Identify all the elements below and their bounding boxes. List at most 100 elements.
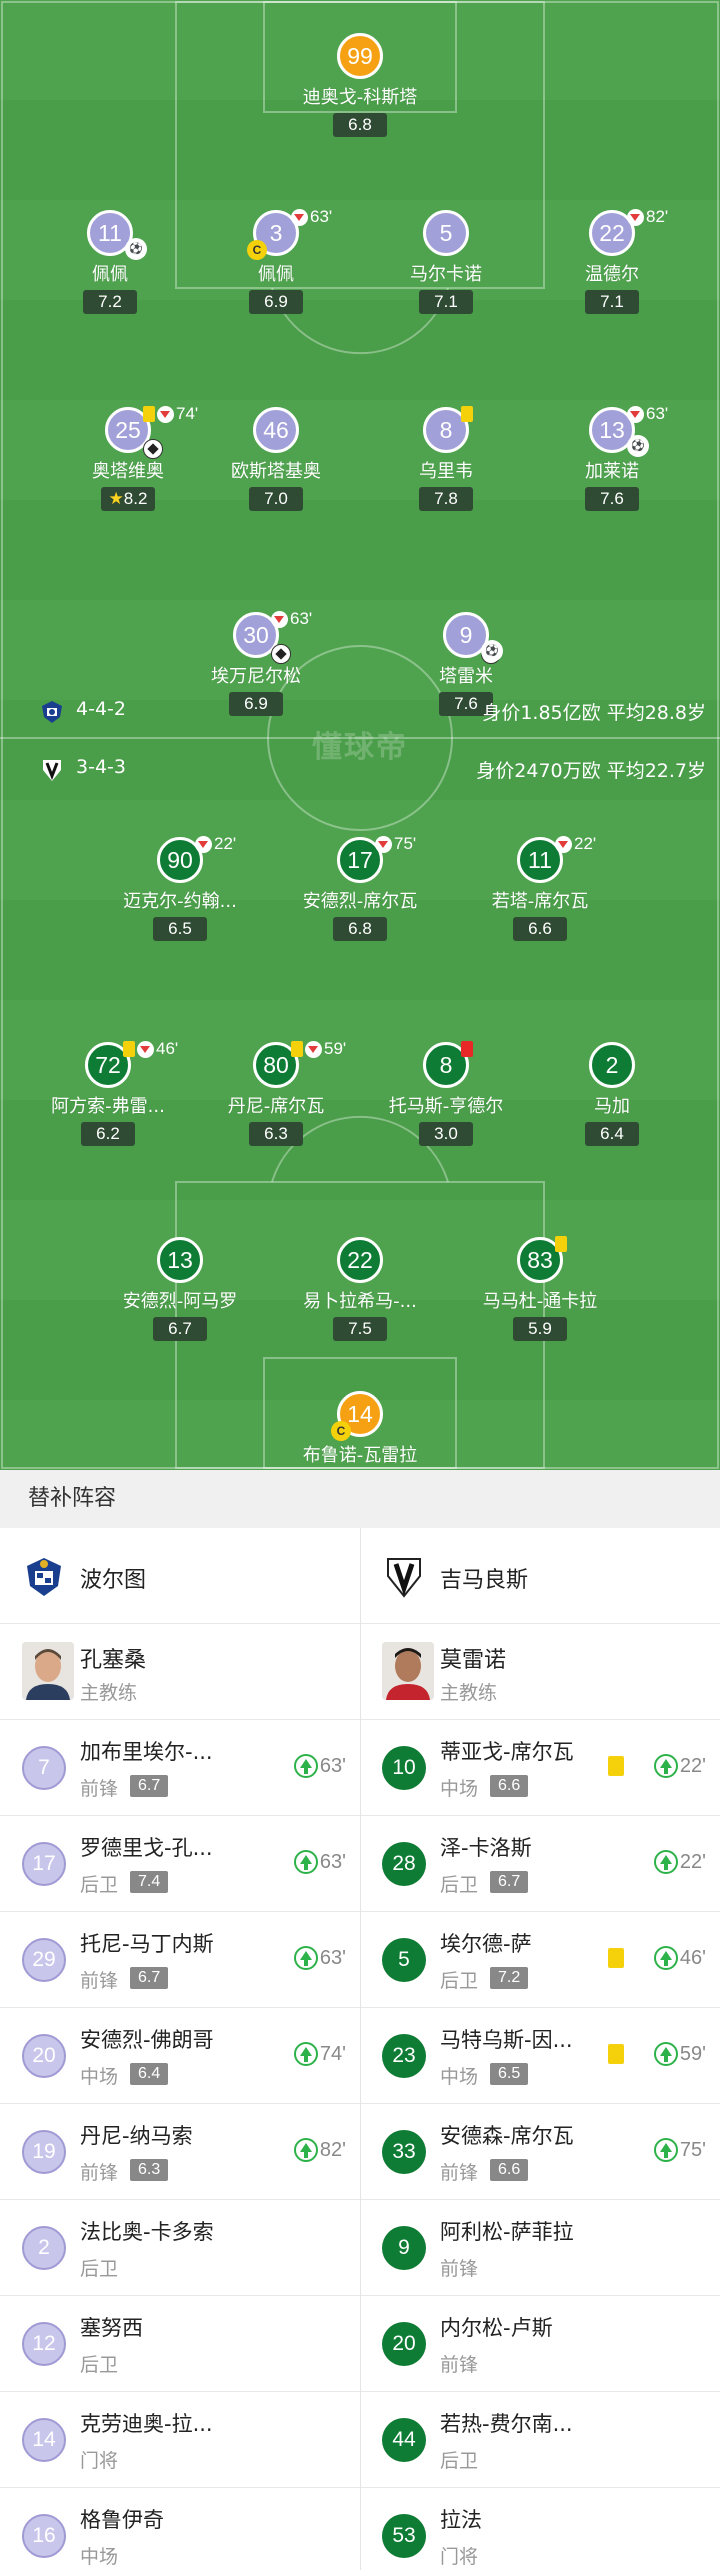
rating-value: 6.6 — [528, 919, 552, 938]
player-rating: 7.0 — [249, 487, 303, 511]
sub-minute: 22' — [574, 834, 597, 853]
jersey-number: 9 — [382, 2226, 426, 2270]
guimaraes-logo-icon — [387, 1558, 421, 1598]
jersey-badges — [517, 1236, 567, 1283]
player-position: 中场 — [80, 2546, 119, 2568]
player-rating: 6.5 — [490, 2063, 529, 2085]
player-name: 克劳迪奥-拉... — [80, 2412, 213, 2436]
away-team-header[interactable]: 吉马良斯 — [360, 1528, 720, 1624]
jersey-badges: 75' — [337, 834, 416, 883]
jersey-badges: 46' — [85, 1039, 178, 1088]
player-name: 内尔松-卢斯 — [440, 2316, 553, 2340]
jersey-number: 16 — [22, 2514, 66, 2558]
jersey-badges: C — [331, 1391, 383, 1441]
jersey-number: 5 — [423, 210, 469, 256]
substitutes-section: 替补阵容 波尔图 吉马良斯 孔塞桑 主教 — [0, 1470, 720, 2570]
jersey-number: 17 — [22, 1842, 66, 1886]
player-rating: 7.4 — [130, 1871, 169, 1893]
jersey-badges: ⚽ — [87, 210, 147, 260]
away-coach[interactable]: 莫雷诺 主教练 — [360, 1624, 720, 1720]
rating-value: 7.6 — [600, 489, 624, 508]
player-name: 安德烈-阿马罗 — [122, 1291, 238, 1312]
sub-in-minute: 46' — [679, 1946, 706, 1969]
sub-minute: 46' — [156, 1039, 179, 1058]
player-name: 马加 — [594, 1096, 630, 1117]
rating-value: 7.1 — [434, 292, 458, 311]
player-name: 埃尔德-萨 — [440, 1932, 532, 1956]
jersey-badges: 22' — [157, 834, 236, 883]
rating-value: 6.4 — [600, 1124, 624, 1143]
yellow-card-icon — [123, 1041, 135, 1057]
player-position: 中场 — [440, 1778, 479, 1800]
player-position: 后卫 — [80, 1874, 119, 1896]
sub-minute: 74' — [176, 404, 199, 423]
home-coach[interactable]: 孔塞桑 主教练 — [0, 1624, 360, 1720]
event-icons — [555, 1233, 569, 1255]
jersey-badges — [337, 1237, 383, 1283]
sub-in-time: 63' — [293, 1946, 346, 1970]
jersey-number: 33 — [382, 2130, 426, 2174]
pitch-lines — [0, 0, 720, 1470]
home-team-name: 波尔图 — [80, 1568, 147, 1593]
watermark: 懂球帝 — [312, 730, 408, 765]
player-rating: 7.2 — [490, 1967, 529, 1989]
rating-value: 7.0 — [264, 489, 288, 508]
sub-in-minute: 63' — [319, 1946, 346, 1969]
home-team-header[interactable]: 波尔图 — [0, 1528, 360, 1624]
rating-value: 3.0 — [434, 1124, 458, 1143]
player-name: 丹尼-纳马索 — [80, 2124, 193, 2148]
sub-in-time: 74' — [293, 2042, 346, 2066]
home-coach-role: 主教练 — [80, 1682, 138, 1704]
jersey-number: 20 — [382, 2322, 426, 2366]
sub-out-icon — [195, 835, 212, 853]
away-coach-role: 主教练 — [440, 1682, 498, 1704]
event-icons: 46' — [123, 1038, 178, 1060]
rating-value: 6.9 — [264, 292, 288, 311]
home-team-summary: 4-4-2 身价1.85亿欧 平均28.8岁 — [0, 692, 720, 732]
jersey-number: 19 — [22, 2130, 66, 2174]
sub-out-icon — [157, 405, 174, 423]
